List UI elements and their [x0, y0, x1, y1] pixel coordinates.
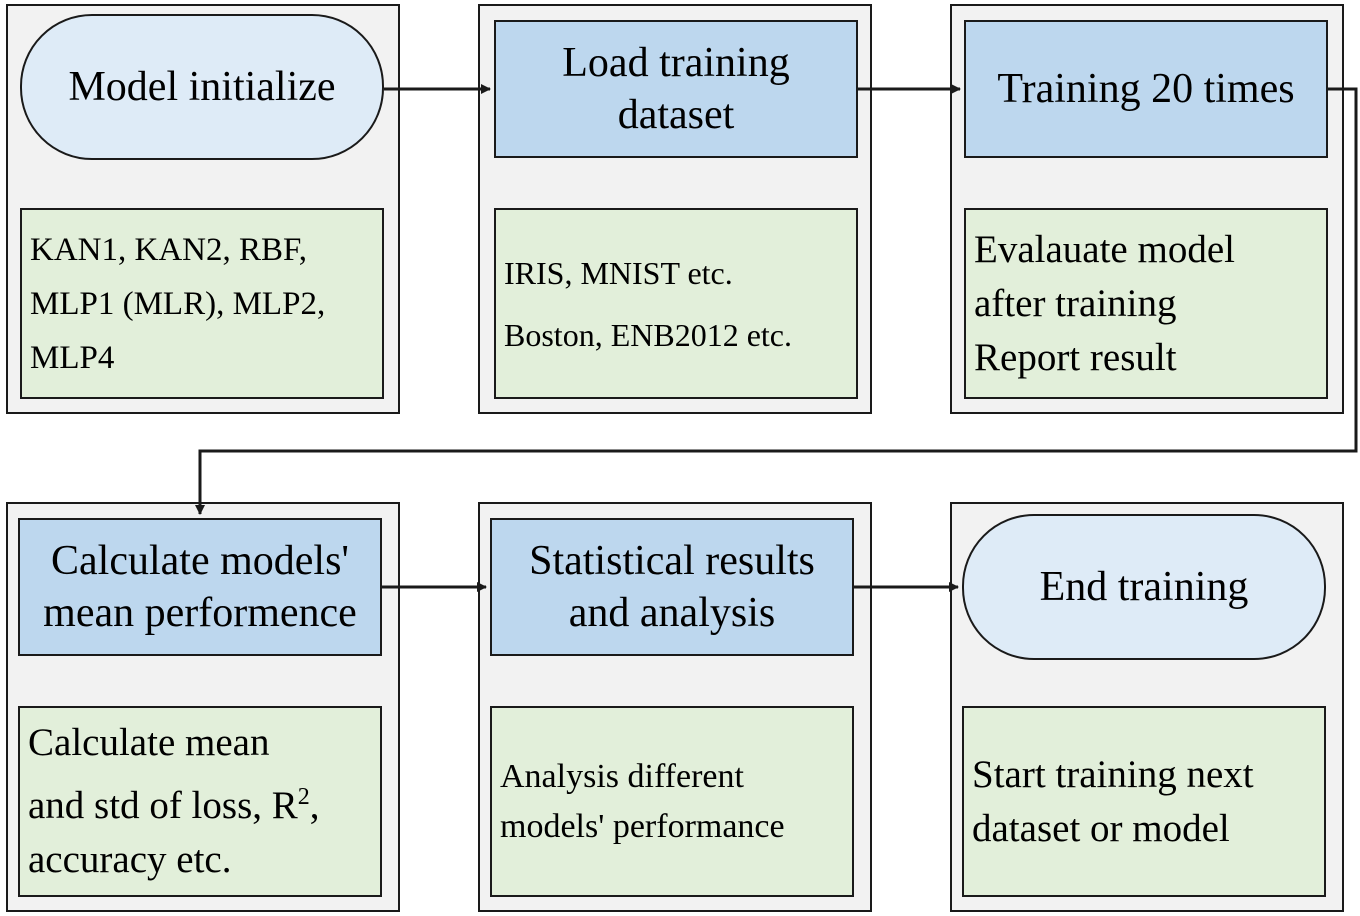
load-dataset-title-line-2: dataset — [617, 92, 735, 138]
mean-std-line-3: accuracy etc. — [28, 838, 232, 881]
next-dataset-note: Start training next dataset or model — [962, 706, 1326, 897]
model-list-line-2: MLP1 (MLR), MLP2, — [30, 285, 326, 322]
analysis-line-1: Analysis different — [500, 757, 744, 795]
dataset-list-note: IRIS, MNIST etc. Boston, ENB2012 etc. — [494, 208, 858, 399]
model-list-note: KAN1, KAN2, RBF, MLP1 (MLR), MLP2, MLP4 — [20, 208, 384, 399]
evaluate-line-2: after training — [974, 281, 1177, 325]
mean-std-line-1: Calculate mean — [28, 721, 270, 764]
statistics-title-line-1: Statistical results — [529, 538, 815, 584]
training-title: Training 20 times — [997, 66, 1295, 112]
model-list-line-3: MLP4 — [30, 339, 115, 376]
end-training-terminal: End training — [962, 514, 1326, 660]
next-dataset-line-1: Start training next — [972, 752, 1254, 796]
statistics-process: Statistical results and analysis — [490, 518, 854, 656]
load-dataset-title-line-1: Load training — [562, 40, 790, 86]
mean-std-line-2: and std of loss, R2, — [28, 770, 380, 833]
training-process: Training 20 times — [964, 20, 1328, 158]
evaluate-note: Evalauate model after training Report re… — [964, 208, 1328, 399]
mean-std-note: Calculate mean and std of loss, R2, accu… — [18, 706, 382, 897]
model-initialize-title: Model initialize — [68, 64, 336, 110]
dataset-list-line-1: IRIS, MNIST etc. — [504, 254, 733, 291]
mean-performance-title-line-2: mean performence — [43, 590, 357, 636]
evaluate-line-3: Report result — [974, 335, 1177, 379]
mean-performance-title-line-1: Calculate models' — [51, 538, 349, 584]
evaluate-line-1: Evalauate model — [974, 227, 1235, 271]
dataset-list-line-2: Boston, ENB2012 etc. — [504, 316, 792, 353]
end-training-title: End training — [1039, 564, 1249, 610]
model-list-line-1: KAN1, KAN2, RBF, — [30, 231, 307, 268]
r-squared-superscript: 2 — [297, 784, 310, 810]
model-initialize-terminal: Model initialize — [20, 14, 384, 160]
mean-performance-process: Calculate models' mean performence — [18, 518, 382, 656]
mean-std-line-2-text: and std of loss, R — [28, 784, 298, 827]
next-dataset-line-2: dataset or model — [972, 806, 1230, 850]
statistics-title-line-2: and analysis — [568, 590, 776, 636]
analysis-note: Analysis different models' performance — [490, 706, 854, 897]
load-dataset-process: Load training dataset — [494, 20, 858, 158]
arrow-training-to-mean — [195, 87, 1358, 515]
analysis-line-2: models' performance — [500, 807, 785, 845]
mean-std-line-2-comma: , — [309, 784, 320, 827]
